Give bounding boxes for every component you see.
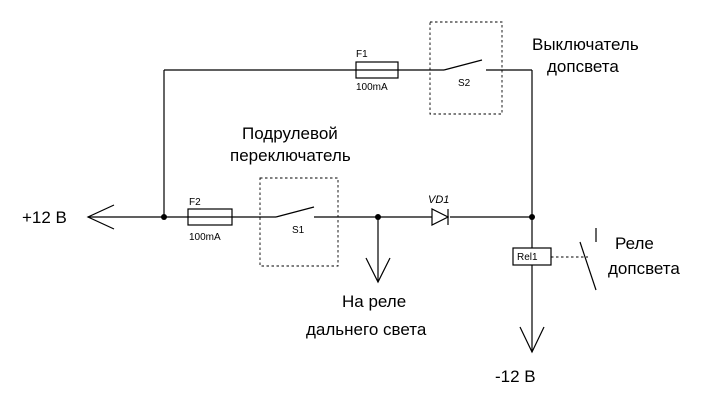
relay-caption-line1: Реле	[615, 234, 654, 253]
fuse-f1-rating: 100mA	[356, 82, 388, 93]
plus-supply-label: +12 В	[22, 208, 67, 227]
fuse-f2: F2 100mA	[187, 197, 233, 243]
minus-supply-label: -12 В	[495, 367, 536, 386]
relay-contact-blade	[579, 241, 597, 291]
switch-s1: S1	[259, 177, 339, 267]
relay-caption-line2: допсвета	[608, 259, 680, 278]
high-beam-caption-line2: дальнего света	[306, 320, 427, 339]
plus-supply-terminal: +12 В	[22, 204, 115, 230]
high-beam-caption-line1: На реле	[342, 292, 406, 311]
high-beam-output	[365, 217, 391, 284]
switch-s2-blade	[443, 59, 483, 71]
switch-s1-caption-line2: переключатель	[230, 146, 351, 165]
fuse-f1: F1 100mA	[355, 49, 399, 93]
switch-s2-caption-line2: допсвета	[547, 57, 619, 76]
plus-supply-arrow	[86, 204, 115, 230]
switch-s1-blade	[275, 206, 315, 218]
junction-left	[161, 214, 167, 220]
relay-rel1: Rel1	[512, 217, 597, 354]
high-beam-arrow	[365, 257, 391, 284]
fuse-f2-rating: 100mA	[189, 232, 221, 243]
diode-vd1-ref: VD1	[428, 194, 449, 206]
switch-s1-caption-line1: Подрулевой	[242, 124, 338, 143]
fuse-f2-ref: F2	[189, 197, 201, 208]
relay-rel1-ref: Rel1	[517, 252, 538, 263]
fuse-f1-ref: F1	[356, 49, 368, 60]
top-branch-wires	[163, 69, 533, 217]
switch-s2-caption-line1: Выключатель	[532, 35, 639, 54]
diode-vd1-triangle	[431, 208, 450, 226]
minus-supply-arrow	[519, 326, 545, 354]
switch-s2-frame	[429, 21, 503, 115]
switch-s1-ref: S1	[292, 225, 305, 236]
diode-vd1: VD1	[428, 194, 450, 226]
switch-s2-ref: S2	[458, 78, 471, 89]
switch-s2: S2	[429, 21, 503, 115]
switch-s1-frame	[259, 177, 339, 267]
